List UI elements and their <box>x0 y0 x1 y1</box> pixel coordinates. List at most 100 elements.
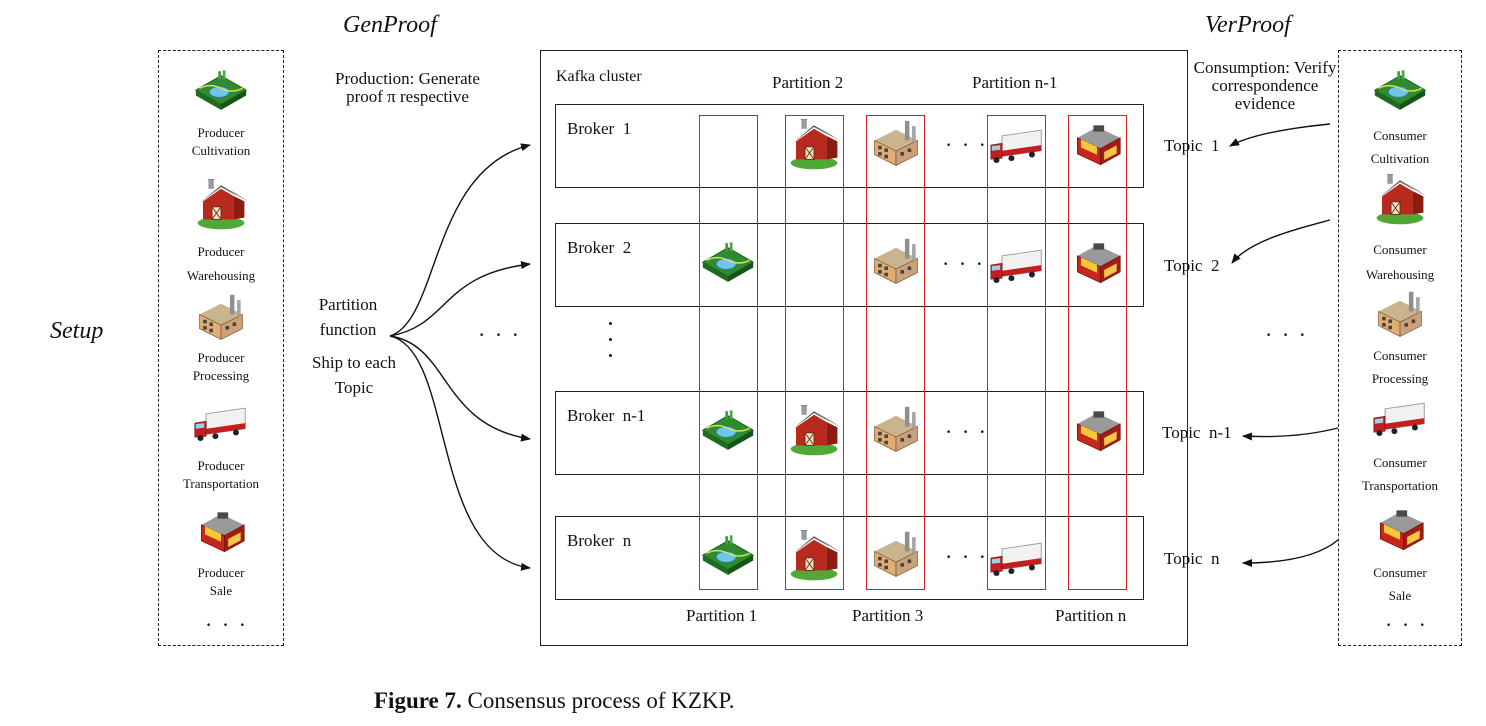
row-ellipsis: · · · <box>942 251 985 276</box>
figure-caption-text: Consensus process of KZKP. <box>461 688 735 713</box>
partition-function-label: Partition function <box>298 292 398 342</box>
consumer-panel <box>1338 50 1462 646</box>
producer-stage: Transportation <box>182 476 260 491</box>
producer-panel <box>158 50 284 646</box>
store-icon <box>1070 406 1124 456</box>
production-note-line-1: Production: Generate <box>335 69 480 88</box>
producer-role: Producer <box>197 565 245 580</box>
row-ellipsis: · · · <box>945 544 988 569</box>
topic-label: Topic 2 <box>1164 256 1220 275</box>
producer-stage: Processing <box>192 368 250 383</box>
figure-caption: Figure 7. Consensus process of KZKP. <box>374 688 735 714</box>
partition-function-line-1: Partition <box>318 295 378 314</box>
consumer-stage: Transportation <box>1361 478 1439 493</box>
arrow-to-broker-n-1 <box>389 335 531 442</box>
topic-label: Topic n-1 <box>1162 423 1232 442</box>
consumer-stage: Warehousing <box>1365 267 1435 282</box>
partition-label-top: Partition n-1 <box>972 73 1058 92</box>
arrow-to-broker-2 <box>389 261 531 337</box>
consumer-role: Consumer <box>1373 565 1427 580</box>
truck-icon <box>989 128 1045 166</box>
partition-label-bottom: Partition n <box>1055 606 1127 625</box>
broker-row <box>555 391 1144 475</box>
partition-label-bottom: Partition 1 <box>686 606 758 625</box>
ship-label-line-2: Topic <box>334 378 374 397</box>
kafka-cluster <box>540 50 1188 646</box>
partition-column-n <box>1068 115 1127 590</box>
consumer-role: Consumer <box>1373 348 1427 363</box>
producer-role: Producer <box>197 244 245 259</box>
truck-icon <box>989 248 1045 286</box>
topic-label: Topic 1 <box>1164 136 1220 155</box>
ship-label: Ship to each Topic <box>296 350 412 400</box>
broker-row <box>555 516 1144 600</box>
arrow-to-topic-n <box>1242 539 1339 567</box>
broker-vertical-ellipsis <box>609 322 615 368</box>
partition-label-bottom: Partition 3 <box>852 606 924 625</box>
partition-column-1 <box>699 115 758 590</box>
topic-label: Topic n <box>1164 549 1220 568</box>
verproof-heading: VerProof <box>1205 12 1291 38</box>
cultivation-icon <box>701 238 755 288</box>
broker-label: Broker 1 <box>567 119 632 138</box>
arrow-to-broker-1 <box>389 143 531 337</box>
truck-icon <box>989 541 1045 579</box>
producer-role: Producer <box>197 350 245 365</box>
arrow-to-topic-n-1 <box>1242 427 1339 441</box>
producer-stage: Cultivation <box>191 143 251 158</box>
broker-row <box>555 223 1144 307</box>
consumption-note-line-1: Consumption: Verify <box>1193 58 1337 77</box>
consumer-stage: Cultivation <box>1370 151 1430 166</box>
warehouse-icon <box>787 530 841 582</box>
cultivation-icon <box>701 406 755 456</box>
broker-label: Broker n <box>567 531 632 550</box>
row-ellipsis: · · · <box>945 132 988 157</box>
row-ellipsis: · · · <box>945 419 988 444</box>
factory-icon <box>869 530 923 580</box>
broker-label: Broker 2 <box>567 238 632 257</box>
partition-column-2 <box>785 115 844 590</box>
consumption-note-line-2: correspondence <box>1211 76 1319 95</box>
genproof-heading: GenProof <box>343 12 437 38</box>
middle-ellipsis: · · · <box>478 322 521 347</box>
factory-icon <box>869 119 923 169</box>
setup-heading: Setup <box>50 318 104 344</box>
store-icon <box>1070 238 1124 288</box>
consumption-note-line-3: evidence <box>1234 94 1296 113</box>
arrow-to-topic-1 <box>1229 123 1331 147</box>
producer-role: Producer <box>197 458 245 473</box>
partition-column-3 <box>866 115 925 590</box>
warehouse-icon <box>787 405 841 457</box>
store-icon <box>1070 120 1124 170</box>
consumer-role: Consumer <box>1373 455 1427 470</box>
producer-stage: Sale <box>209 583 233 598</box>
figure-caption-label: Figure 7. <box>374 688 462 713</box>
kafka-cluster-label: Kafka cluster <box>556 68 642 85</box>
partition-function-line-2: function <box>319 320 377 339</box>
producer-stage: Warehousing <box>186 268 256 283</box>
partition-column-n-1 <box>987 115 1046 590</box>
consumption-note: Consumption: Verify correspondence evide… <box>1170 59 1360 113</box>
producer-role: Producer <box>197 125 245 140</box>
factory-icon <box>869 237 923 287</box>
arrow-to-topic-2 <box>1231 219 1331 264</box>
ship-label-line-1: Ship to each <box>311 353 397 372</box>
consumer-stage: Processing <box>1371 371 1429 386</box>
production-note: Production: Generate proof π respective <box>300 70 515 106</box>
consumer-role: Consumer <box>1373 128 1427 143</box>
warehouse-icon <box>787 119 841 171</box>
arrow-to-broker-n <box>389 335 531 571</box>
consumer-ellipsis: · · · <box>1385 612 1428 637</box>
consumer-role: Consumer <box>1373 242 1427 257</box>
partition-label-top: Partition 2 <box>772 73 844 92</box>
cultivation-icon <box>701 531 755 581</box>
